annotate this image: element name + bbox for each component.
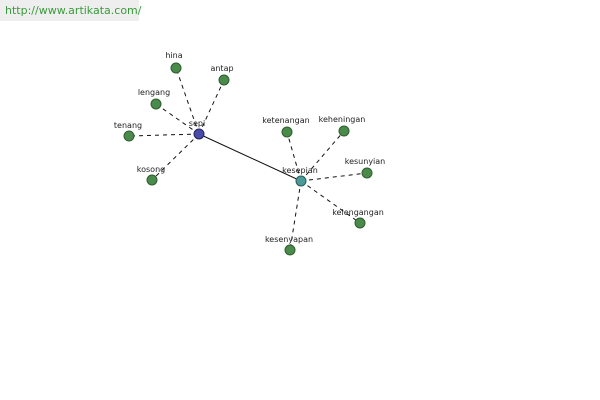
edge-kesepian-keheningan xyxy=(300,130,345,182)
node-label-tenang[interactable]: tenang xyxy=(114,121,142,130)
node-ketenangan[interactable]: ketenangan xyxy=(262,116,310,138)
edge-sepi-kesepian xyxy=(198,133,302,182)
edge-kesepian-kesenyapan xyxy=(289,180,302,251)
node-marker-sepi[interactable] xyxy=(193,128,205,140)
watermark-link[interactable]: http://www.artikata.com/ xyxy=(0,0,141,21)
edge-sepi-kosong xyxy=(151,133,200,181)
node-marker-hina[interactable] xyxy=(170,62,182,74)
node-label-sepi[interactable]: sepi xyxy=(189,119,205,128)
node-label-ketenangan[interactable]: ketenangan xyxy=(262,116,309,125)
node-label-keheningan[interactable]: keheningan xyxy=(319,115,366,124)
node-kesenyapan[interactable]: kesenyapan xyxy=(265,235,313,256)
node-label-kelengangan[interactable]: kelengangan xyxy=(332,208,384,217)
edges-layer xyxy=(128,67,368,251)
edge-kesepian-kesunyian xyxy=(300,172,368,182)
node-tenang[interactable]: tenang xyxy=(114,121,142,142)
edge-sepi-hina xyxy=(175,67,200,135)
node-kelengangan[interactable]: kelengangan xyxy=(332,208,384,229)
node-marker-kesepian[interactable] xyxy=(295,175,307,187)
node-label-antap[interactable]: antap xyxy=(210,64,233,73)
node-marker-kosong[interactable] xyxy=(146,174,158,186)
node-sepi[interactable]: sepi xyxy=(189,119,205,140)
node-label-kesepian[interactable]: kesepian xyxy=(282,166,318,175)
node-label-lengang[interactable]: lengang xyxy=(138,88,170,97)
node-marker-antap[interactable] xyxy=(218,74,230,86)
node-marker-ketenangan[interactable] xyxy=(281,126,293,138)
node-label-kosong[interactable]: kosong xyxy=(137,165,165,174)
node-label-kesunyian[interactable]: kesunyian xyxy=(345,157,386,166)
nodes-layer: sepi kesepian hina antap lengang tenang kosong… xyxy=(114,51,386,256)
node-antap[interactable]: antap xyxy=(210,64,234,86)
node-label-hina[interactable]: hina xyxy=(165,51,182,60)
node-kesepian[interactable]: kesepian xyxy=(282,166,318,187)
node-marker-keheningan[interactable] xyxy=(338,125,350,137)
node-marker-kelengangan[interactable] xyxy=(354,217,366,229)
edge-sepi-antap xyxy=(198,79,225,135)
edge-kesepian-ketenangan xyxy=(286,131,302,182)
node-marker-lengang[interactable] xyxy=(150,98,162,110)
node-marker-tenang[interactable] xyxy=(123,130,135,142)
node-keheningan[interactable]: keheningan xyxy=(319,115,366,137)
edge-sepi-lengang xyxy=(155,103,200,135)
node-kosong[interactable]: kosong xyxy=(137,165,165,186)
node-hina[interactable]: hina xyxy=(165,51,183,74)
node-lengang[interactable]: lengang xyxy=(138,88,170,110)
node-label-kesenyapan[interactable]: kesenyapan xyxy=(265,235,313,244)
node-marker-kesenyapan[interactable] xyxy=(284,244,296,256)
edge-sepi-tenang xyxy=(128,133,200,137)
node-kesunyian[interactable]: kesunyian xyxy=(345,157,386,179)
node-marker-kesunyian[interactable] xyxy=(361,167,373,179)
